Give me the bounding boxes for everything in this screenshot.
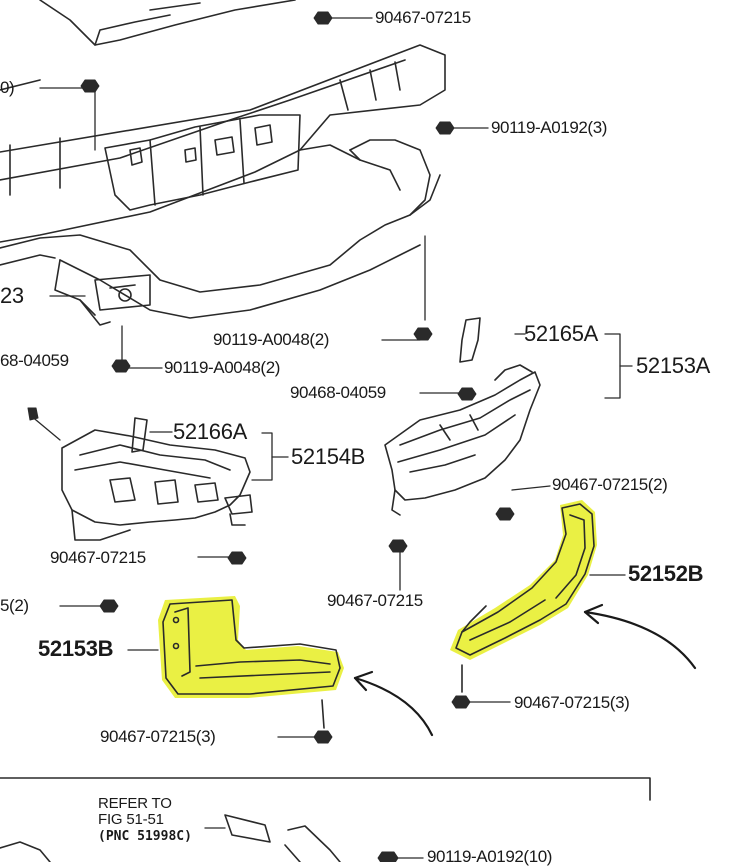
- label-90119-A0192-10: 90119-A0192(10): [427, 847, 553, 866]
- bracket-52154B: [61, 429, 253, 541]
- label-52165A: 52165A: [524, 321, 599, 346]
- reference-note-line2: FIG 51-51: [98, 810, 164, 828]
- label-cut-23: 23: [0, 283, 24, 308]
- label-90119-A0048-2-right: 90119-A0048(2): [213, 330, 330, 349]
- direction-arrows: [353, 603, 697, 737]
- label-90467-07215-2: 90467-07215(2): [552, 475, 668, 494]
- rear-cross-member: [0, 44, 446, 243]
- bolt-icons: [27, 11, 515, 862]
- label-52153B: 52153B: [38, 636, 114, 661]
- label-52166A: 52166A: [173, 419, 248, 444]
- label-90467-07215-mid-right: 90467-07215: [327, 591, 423, 610]
- lower-parts: [0, 814, 341, 862]
- label-90467-07215-3-left: 90467-07215(3): [100, 727, 216, 746]
- highlighted-parts: [158, 500, 597, 698]
- section-divider: [0, 777, 651, 801]
- reference-note: REFER TO FIG 51-51 (PNC 51998C): [98, 796, 192, 843]
- part-52153B-highlight: [158, 596, 344, 698]
- part-52166A: [131, 417, 148, 453]
- label-52152B: 52152B: [628, 561, 704, 586]
- frame-rail: [0, 139, 441, 326]
- part-52152B-outline: [455, 503, 595, 693]
- part-52165A: [459, 317, 481, 363]
- label-90119-A0048-2-left: 90119-A0048(2): [164, 358, 281, 377]
- label-68-04059: 68-04059: [0, 351, 69, 370]
- reference-note-line1: REFER TO: [98, 795, 172, 812]
- part-52152B-highlight: [450, 500, 597, 660]
- upper-frame-section: [0, 0, 296, 91]
- label-90119-A0192-3: 90119-A0192(3): [491, 118, 608, 137]
- label-cut-5-2: 5(2): [0, 596, 29, 615]
- label-90468-04059: 90468-04059: [290, 383, 386, 402]
- reference-note-pnc: (PNC 51998C): [98, 828, 192, 844]
- label-52154B: 52154B: [291, 444, 366, 469]
- bracket-52153A: [384, 364, 541, 516]
- label-90467-07215-top: 90467-07215: [375, 8, 471, 27]
- label-cut-0: 0): [0, 78, 15, 97]
- label-52153A: 52153A: [636, 353, 711, 378]
- label-90467-07215-3-right: 90467-07215(3): [514, 693, 630, 712]
- label-90467-07215-mid-left: 90467-07215: [50, 548, 146, 567]
- part-52153B-outline: [162, 599, 341, 729]
